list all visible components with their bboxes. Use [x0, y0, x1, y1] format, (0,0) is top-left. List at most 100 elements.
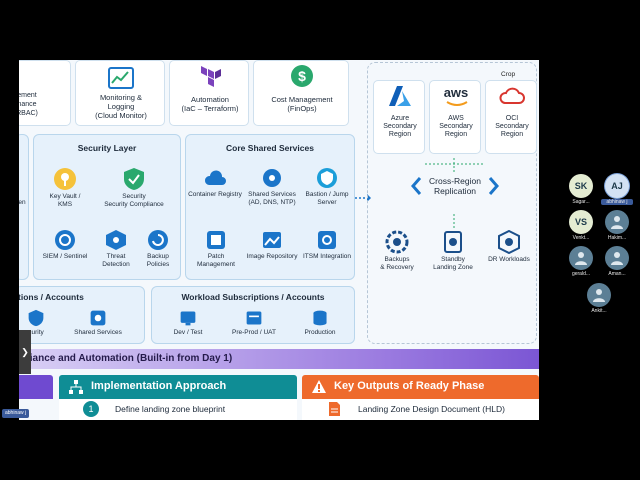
automation-card: Automation (IaC – Terraform) — [169, 60, 249, 126]
key-output-text: Landing Zone Design Document (HLD) — [358, 404, 505, 414]
participant-name: Venkt... — [572, 235, 590, 241]
key-vault-item: Key Vault / KMS — [42, 167, 88, 209]
production-item: Production — [292, 309, 348, 337]
key-vault-label: Key Vault / KMS — [49, 193, 81, 208]
security-subscription-item: curity — [19, 309, 56, 337]
avatar — [587, 283, 611, 307]
chevron-right-icon — [489, 177, 499, 195]
side-panel-toggle[interactable]: ❯ — [19, 330, 31, 374]
participant-tile[interactable]: Ankit... — [583, 283, 615, 314]
cloud-registry-icon — [204, 170, 226, 185]
shield-small-icon — [28, 309, 44, 327]
patch-management-label: Patch Management — [197, 253, 235, 268]
platform-subscriptions-section: tions / Accounts curity Shared Services — [19, 286, 145, 344]
preprod-label: Pre-Prod / UAT — [232, 329, 276, 336]
person-icon — [611, 252, 623, 265]
document-icon — [329, 402, 340, 416]
participant-tile[interactable]: Aman... — [601, 246, 633, 277]
presenter-name-badge: abhinaw j — [2, 409, 30, 418]
participant-tile[interactable]: AJ abhinaw j — [601, 174, 633, 205]
workload-subscriptions-section: Workload Subscriptions / Accounts Dev / … — [151, 286, 355, 344]
backup-icon — [148, 230, 168, 250]
security-layer-title: Security Layer — [77, 143, 137, 153]
left-stub-label: en — [19, 199, 26, 206]
key-vault-icon — [54, 168, 76, 190]
participant-tile[interactable]: VS Venkt... — [565, 210, 597, 241]
standby-landing-zone-item: Standby Landing Zone — [425, 230, 481, 272]
security-compliance-label: Security Security Compliance — [104, 193, 164, 208]
shared-services-item: Shared Services (AD, DNS, NTP) — [244, 167, 300, 207]
svg-text:$: $ — [298, 68, 306, 84]
itsm-item: ITSM Integration — [298, 229, 356, 261]
oci-cloud-icon — [499, 87, 525, 104]
shared-subscription-label: Shared Services — [74, 329, 122, 336]
implementation-step-row: 1 Define landing zone blueprint — [59, 399, 297, 420]
bastion-label: Bastion / Jump Server — [305, 191, 349, 206]
shared-slide: ement nance RBAC) Monitoring & Logging (… — [19, 60, 539, 420]
crop-label[interactable]: Crop — [501, 71, 516, 78]
participant-tile[interactable]: SK Sagar... — [565, 174, 597, 205]
automation-label: Automation (IaC – Terraform) — [181, 95, 239, 113]
shared-services-section: Core Shared Services Container Registry … — [185, 134, 355, 280]
aws-region-label: AWS Secondary Region — [439, 115, 473, 138]
aws-smile-icon — [446, 101, 468, 106]
terraform-icon — [201, 66, 221, 87]
dev-test-item: Dev / Test — [160, 309, 216, 337]
threat-icon — [106, 230, 126, 250]
sentinel-icon — [55, 230, 75, 250]
implementation-approach-title: Implementation Approach — [91, 380, 227, 392]
siem-label: SIEM / Sentinel — [42, 253, 88, 260]
standby-icon — [444, 231, 462, 253]
step-text: Define landing zone blueprint — [115, 404, 226, 414]
left-stub-section: en — [19, 134, 29, 280]
container-registry-label: Container Registry — [188, 191, 242, 198]
participant-tile[interactable]: Hakim... — [601, 210, 633, 241]
participant-name: Sagar... — [572, 199, 590, 205]
platform-subscriptions-title: tions / Accounts — [19, 292, 84, 302]
compliance-bar: liance and Automation (Built-in from Day… — [19, 349, 539, 369]
shared-subscription-item: Shared Services — [66, 309, 130, 337]
dr-workloads-item: DR Workloads — [481, 230, 537, 264]
shield-icon — [124, 168, 144, 190]
monitoring-card: Monitoring & Logging (Cloud Monitor) — [75, 60, 165, 126]
person-icon — [611, 216, 623, 229]
image-repo-icon — [263, 232, 281, 248]
azure-region-label: Azure Secondary Region — [383, 115, 417, 138]
image-repository-item: Image Repository — [244, 229, 300, 261]
siem-item: SIEM / Sentinel — [36, 229, 94, 261]
participant-name: gerald... — [571, 271, 591, 277]
left-bottom-card-edge — [19, 375, 53, 399]
compliance-bar-label: liance and Automation (Built-in from Day… — [27, 353, 233, 364]
flow-arrow-icon — [355, 194, 371, 202]
aws-logo-icon: aws — [443, 85, 469, 100]
avatar — [569, 246, 593, 270]
patch-icon — [207, 231, 225, 249]
backup-policies-item: Backup Policies — [138, 229, 178, 269]
azure-region-card: Azure Secondary Region — [373, 80, 425, 154]
production-label: Production — [304, 329, 336, 336]
dr-workloads-icon — [498, 230, 520, 254]
patch-management-item: Patch Management — [188, 229, 244, 269]
governance-label: ement nance RBAC) — [19, 92, 38, 117]
participant-name: Hakim... — [607, 235, 627, 241]
image-repository-label: Image Repository — [246, 253, 298, 260]
person-icon — [575, 252, 587, 265]
bastion-icon — [317, 168, 337, 188]
chevron-left-icon — [411, 177, 421, 195]
cost-card: $ Cost Management (FinOps) — [253, 60, 349, 126]
replication-label: Cross-Region Replication — [429, 176, 481, 196]
warning-icon — [312, 380, 326, 393]
shared-services-icon — [90, 310, 106, 326]
step-number-badge: 1 — [83, 401, 99, 417]
bastion-item: Bastion / Jump Server — [298, 167, 356, 207]
participant-tile[interactable]: gerald... — [565, 246, 597, 277]
network-icon — [263, 169, 281, 187]
participant-name: Aman... — [608, 271, 626, 277]
hierarchy-icon — [69, 380, 83, 394]
backups-recovery-item: Backups & Recovery — [371, 230, 423, 272]
cost-label: Cost Management (FinOps) — [271, 95, 333, 113]
monitor-chart-icon — [108, 67, 134, 89]
disaster-recovery-panel — [367, 62, 537, 344]
participant-name: abhinaw j — [601, 199, 633, 205]
implementation-approach-header: Implementation Approach — [59, 375, 297, 399]
